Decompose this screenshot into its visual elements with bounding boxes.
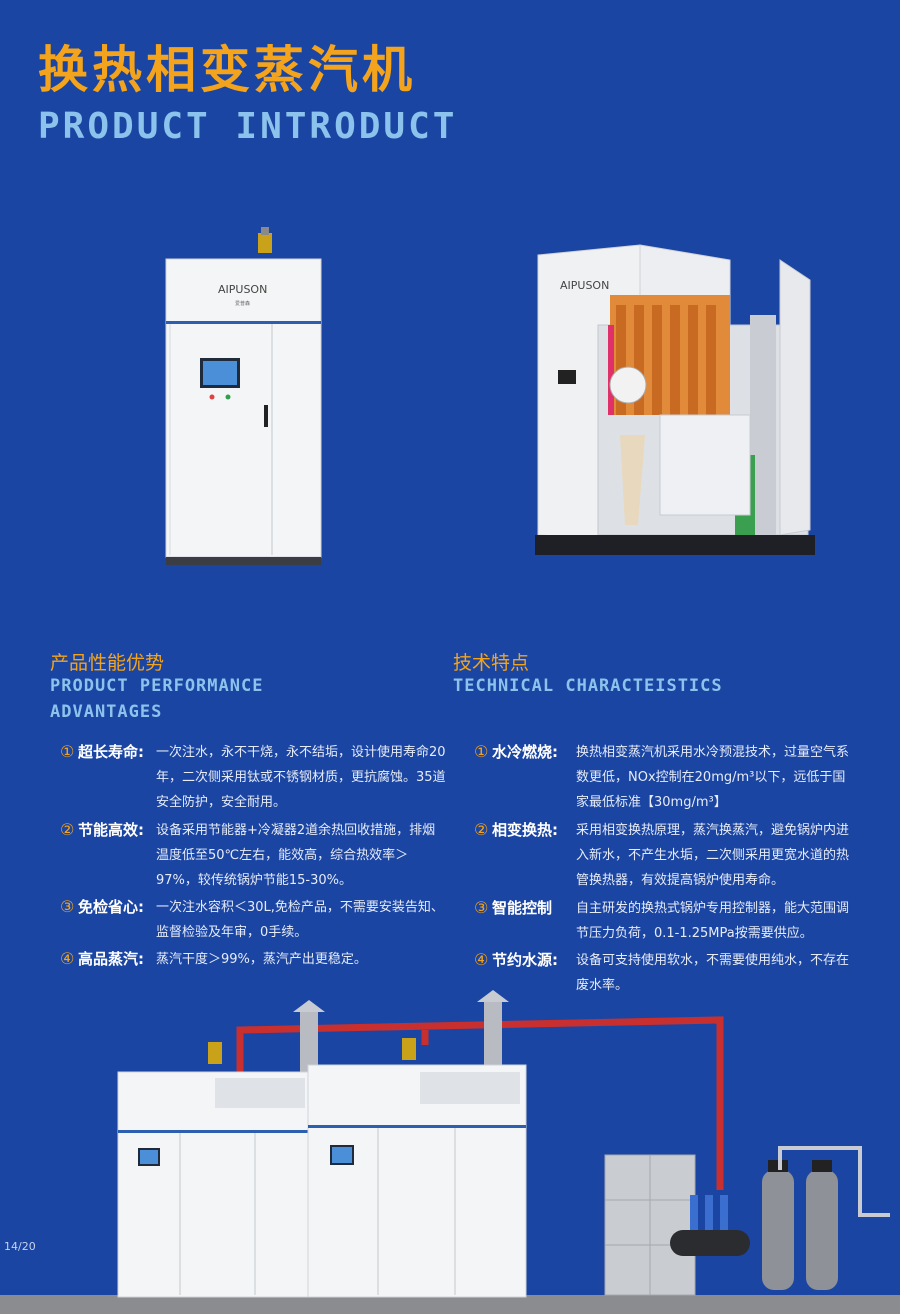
item-text: 蒸汽干度＞99%，蒸汽产出更稳定。 — [156, 952, 367, 967]
tech-item: ① 水冷燃烧: 换热相变蒸汽机采用水冷预混技术，过量空气系数更低，NOx控制在2… — [474, 740, 864, 815]
advantages-title-en-line2: ADVANTAGES — [50, 702, 163, 722]
item-label: 高品蒸汽: — [78, 950, 144, 968]
item-label: 相变换热: — [492, 821, 558, 839]
item-text: 设备可支持使用软水，不需要使用纯水，不存在废水率。 — [576, 953, 850, 993]
page-title: 换热相变蒸汽机 — [38, 41, 416, 99]
tech-title-en: TECHNICAL CHARACTEISTICS — [453, 676, 723, 696]
item-text: 一次注水容积＜30L,免检产品，不需要安装告知、监督检验及年审，0手续。 — [156, 900, 444, 940]
item-number: ② — [60, 820, 75, 839]
item-label: 超长寿命: — [78, 743, 144, 761]
item-text: 一次注水，永不干烧，永不结垢，设计使用寿命20年，二次侧采用钛或不锈钢材质，更抗… — [156, 745, 446, 810]
item-label: 节能高效: — [78, 821, 144, 839]
item-number: ④ — [474, 950, 489, 969]
advantage-item: ① 超长寿命: 一次注水，永不干烧，永不结垢，设计使用寿命20年，二次侧采用钛或… — [60, 740, 450, 815]
tech-item: ② 相变换热: 采用相变换热原理，蒸汽换蒸汽，避免锅炉内进入新水，不产生水垢，二… — [474, 818, 864, 893]
item-number: ② — [474, 820, 489, 839]
item-label: 节约水源: — [492, 951, 558, 969]
item-label: 免检省心: — [78, 898, 144, 916]
advantage-item: ④ 高品蒸汽: 蒸汽干度＞99%，蒸汽产出更稳定。 — [60, 947, 450, 972]
advantages-title-en-line1: PRODUCT PERFORMANCE — [50, 676, 264, 696]
item-text: 设备采用节能器+冷凝器2道余热回收措施，排烟温度低至50℃左右，能效高，综合热效… — [156, 823, 436, 888]
item-text: 采用相变换热原理，蒸汽换蒸汽，避免锅炉内进入新水，不产生水垢，二次侧采用更宽水道… — [576, 823, 850, 888]
item-text: 自主研发的换热式锅炉专用控制器，能大范围调节压力负荷，0.1-1.25MPa按需… — [576, 901, 850, 941]
svg-text:AIPUSON: AIPUSON — [560, 279, 609, 292]
tech-title-cn: 技术特点 — [453, 652, 530, 674]
item-label: 智能控制 — [492, 899, 553, 917]
item-number: ③ — [474, 898, 489, 917]
product-image-closed: AIPUSON 爱普森 — [165, 227, 322, 565]
item-label: 水冷燃烧: — [492, 743, 558, 761]
item-number: ① — [60, 742, 75, 761]
item-number: ① — [474, 742, 489, 761]
advantage-item: ③ 免检省心: 一次注水容积＜30L,免检产品，不需要安装告知、监督检验及年审，… — [60, 895, 450, 945]
brand-logo: AIPUSON — [218, 283, 267, 296]
page-subtitle: PRODUCT INTRODUCT — [38, 106, 458, 147]
item-number: ③ — [60, 897, 75, 916]
advantages-title-cn: 产品性能优势 — [50, 652, 165, 674]
item-number: ④ — [60, 949, 75, 968]
tech-item: ③ 智能控制 自主研发的换热式锅炉专用控制器，能大范围调节压力负荷，0.1-1.… — [474, 896, 864, 946]
item-text: 换热相变蒸汽机采用水冷预混技术，过量空气系数更低，NOx控制在20mg/m³以下… — [576, 745, 850, 810]
tech-item: ④ 节约水源: 设备可支持使用软水，不需要使用纯水，不存在废水率。 — [474, 948, 864, 998]
advantage-item: ② 节能高效: 设备采用节能器+冷凝器2道余热回收措施，排烟温度低至50℃左右，… — [60, 818, 450, 893]
installation-illustration — [0, 990, 900, 1314]
product-image-open: AIPUSON — [535, 244, 815, 555]
brand-logo-sub: 爱普森 — [235, 300, 250, 307]
page-number: 14/20 — [4, 1240, 36, 1253]
